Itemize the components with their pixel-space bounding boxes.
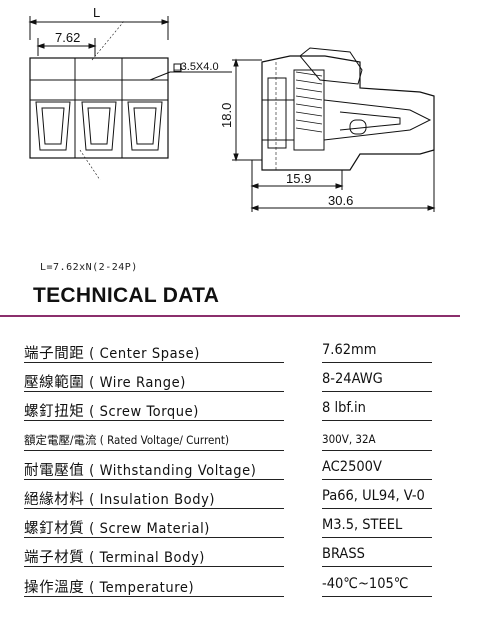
spec-row-screw-material: 螺釘材質 ( Screw Material) M3.5, STEEL [24, 513, 460, 542]
spec-value: AC2500V [322, 458, 382, 475]
section-title: TECHNICAL DATA [33, 284, 220, 307]
dim-30-6-label: 30.6 [328, 193, 353, 208]
spec-table: 端子間距 ( Center Spase) 7.62mm 壓線範圍 ( Wire … [24, 338, 460, 601]
spec-value: 300V, 32A [322, 431, 376, 446]
spec-row-insulation-body: 絕緣材料 ( Insulation Body) Pa66, UL94, V-0 [24, 484, 460, 513]
spec-row-screw-torque: 螺釘扭矩 ( Screw Torque) 8 lbf.in [24, 396, 460, 425]
spec-value: 8-24AWG [322, 371, 383, 388]
spec-row-terminal-body: 端子材質 ( Terminal Body) BRASS [24, 542, 460, 571]
spec-value: -40℃~105℃ [322, 575, 409, 592]
spec-value: 8 lbf.in [322, 400, 366, 417]
spec-row-wire-range: 壓線範圍 ( Wire Range) 8-24AWG [24, 367, 460, 396]
spec-value: 7.62mm [322, 342, 377, 358]
spec-label: 螺釘扭矩 ( Screw Torque) [24, 404, 199, 421]
dim-pitch-label: 7.62 [55, 30, 80, 45]
spec-value: Pa66, UL94, V-0 [322, 487, 425, 504]
technical-drawing: L 7.62 □3.5X4.0 18.0 15.9 30.6 [28, 5, 436, 212]
dim-L-label: L [93, 5, 100, 20]
dim-15-9-label: 15.9 [286, 171, 311, 186]
dim-height-label: 18.0 [219, 103, 234, 128]
spec-label: 螺釘材質 ( Screw Material) [24, 521, 210, 538]
spec-label: 端子材質 ( Terminal Body) [24, 550, 205, 567]
spec-value: M3.5, STEEL [322, 517, 403, 534]
spec-row-rated-voltage-current: 額定電壓/電流 ( Rated Voltage/ Current) 300V, … [24, 426, 460, 455]
spec-row-withstanding-voltage: 耐電壓值 ( Withstanding Voltage) AC2500V [24, 455, 460, 484]
dim-screw-label: □3.5X4.0 [174, 61, 219, 73]
spec-value: BRASS [322, 546, 365, 563]
spec-label: 壓線範圍 ( Wire Range) [24, 375, 187, 392]
spec-label: 絕緣材料 ( Insulation Body) [24, 491, 216, 508]
title-divider [0, 315, 460, 317]
length-formula-note: L=7.62xN(2-24P) [40, 262, 138, 273]
spec-row-temperature: 操作溫度 ( Temperature) -40℃~105℃ [24, 572, 460, 601]
spec-label: 耐電壓值 ( Withstanding Voltage) [24, 462, 257, 479]
spec-label: 端子間距 ( Center Spase) [24, 346, 200, 362]
spec-label: 操作溫度 ( Temperature) [24, 579, 195, 596]
spec-row-center-spacing: 端子間距 ( Center Spase) 7.62mm [24, 338, 460, 367]
spec-label: 額定電壓/電流 ( Rated Voltage/ Current) [24, 432, 229, 447]
